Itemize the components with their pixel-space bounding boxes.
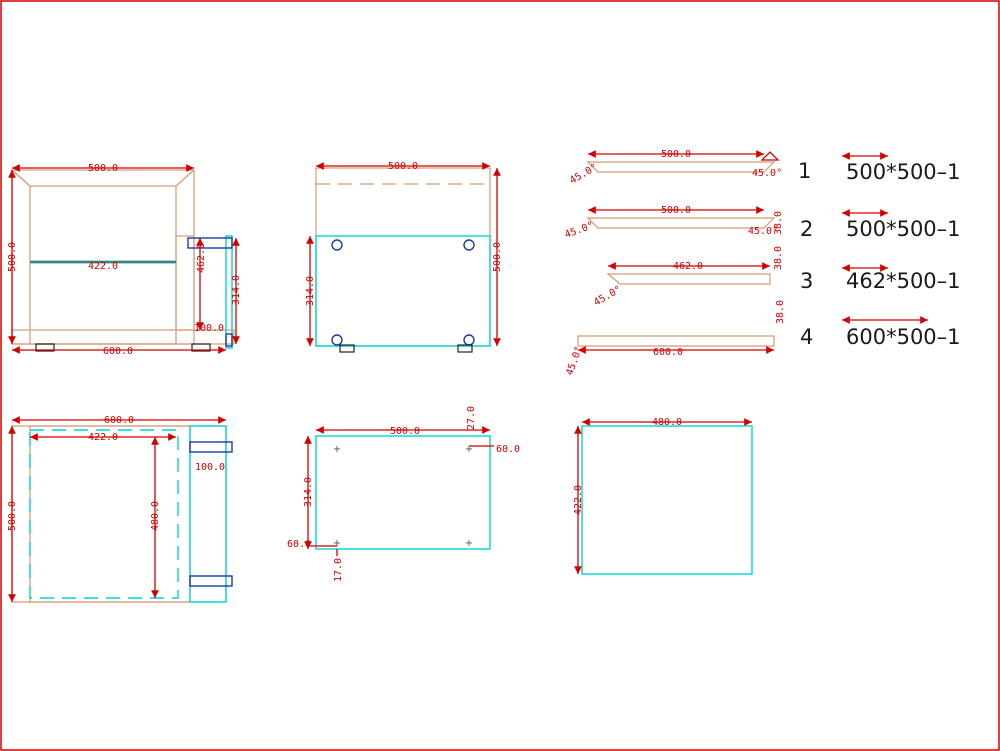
part-1-size: 500*500–1 xyxy=(846,160,961,184)
part-2-angle-right: 45.0° xyxy=(748,226,778,237)
top-height-label: 500.0 xyxy=(7,501,18,531)
front-shelf-label: 422.0 xyxy=(88,261,118,272)
svg-text:+: + xyxy=(333,444,341,455)
glass-width-label: 480.0 xyxy=(652,417,682,428)
part-2-number: 2 xyxy=(800,217,813,241)
glass-height-label: 422.0 xyxy=(573,485,584,515)
front-side-b-label: 314.0 xyxy=(231,275,242,305)
part-1-number: 1 xyxy=(798,159,811,183)
part-1-angle-left: 45.0° xyxy=(568,162,600,187)
front-height-label: 500.0 xyxy=(7,242,18,272)
side-right-height-label: 500.0 xyxy=(492,242,503,272)
top-depth-label: 480.0 xyxy=(150,501,161,531)
front-base-label: 600.0 xyxy=(103,346,133,357)
part-3-thickness: 38.0 xyxy=(773,246,784,270)
door-bottom-offset-label: 17.0 xyxy=(333,558,344,582)
front-width-label: 500.0 xyxy=(88,163,118,174)
door-right-offset-label: 60.0 xyxy=(496,444,520,455)
part-4-number: 4 xyxy=(800,325,813,349)
part-3: 462.0 45.0° 38.0 3 462*500–1 xyxy=(592,246,961,309)
part-4-size: 600*500–1 xyxy=(846,325,961,349)
part-4-length: 600.0 xyxy=(653,347,683,358)
door-height-label: 314.0 xyxy=(303,477,314,507)
side-view: 500.0 314.0 500.0 xyxy=(305,161,503,353)
top-offset-label: 100.0 xyxy=(195,462,225,473)
front-side-a-label: 462.0 xyxy=(196,243,207,273)
part-3-number: 3 xyxy=(800,269,813,293)
top-width-label: 600.0 xyxy=(104,415,134,426)
svg-text:+: + xyxy=(465,444,473,455)
door-view: + + + + 500.0 314.0 27.0 60.0 60.0 17.0 xyxy=(287,406,520,582)
top-view: 600.0 422.0 500.0 480.0 100.0 xyxy=(7,415,233,603)
front-view: 500.0 500.0 422.0 462.0 314.0 100.0 600.… xyxy=(7,163,242,357)
part-3-angle-left: 45.0° xyxy=(592,284,624,309)
part-1-length: 500.0 xyxy=(661,149,691,160)
front-offset-label: 100.0 xyxy=(194,323,224,334)
part-2-angle-left: 45.0° xyxy=(563,220,595,241)
part-4-thickness: 38.0 xyxy=(775,300,786,324)
glass-panel-view: 480.0 422.0 xyxy=(573,417,753,575)
door-top-offset-label: 27.0 xyxy=(466,406,477,430)
part-4-angle-left: 45.0° xyxy=(564,345,585,377)
top-inner-label: 422.0 xyxy=(88,432,118,443)
door-width-label: 500.0 xyxy=(390,426,420,437)
part-4: 600.0 45.0° 38.0 4 600*500–1 xyxy=(564,300,960,377)
part-2-thickness: 38.0 xyxy=(773,211,784,235)
part-2: 500.0 45.0° 45.0° 38.0 2 500*500–1 xyxy=(563,205,960,241)
part-1-angle-right: 45.0° xyxy=(752,168,782,179)
part-1: 500.0 45.0° 45.0° 1 500*500–1 xyxy=(568,149,961,187)
part-3-size: 462*500–1 xyxy=(846,269,961,293)
side-left-height-label: 314.0 xyxy=(305,276,316,306)
part-3-length: 462.0 xyxy=(673,261,703,272)
svg-text:+: + xyxy=(465,538,473,549)
side-width-label: 500.0 xyxy=(388,161,418,172)
svg-text:+: + xyxy=(333,538,341,549)
part-2-size: 500*500–1 xyxy=(846,217,961,241)
part-2-length: 500.0 xyxy=(661,205,691,216)
door-left-offset-label: 60.0 xyxy=(287,539,311,550)
